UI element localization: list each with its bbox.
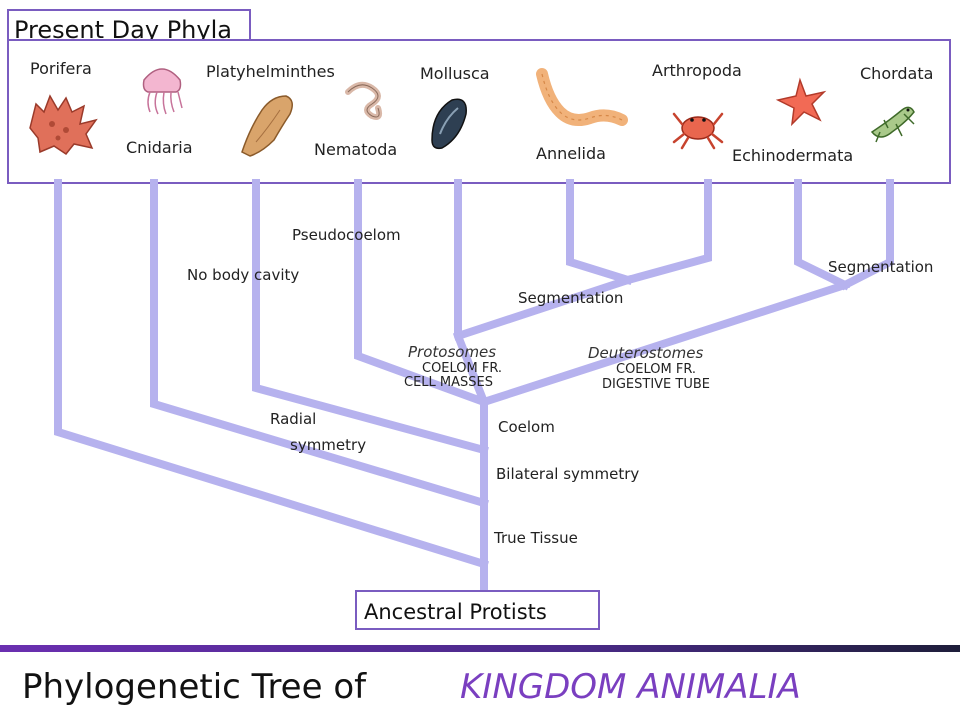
trait-protostomes-line1: COELOM FR. <box>422 361 502 376</box>
root-label: Ancestral Protists <box>364 600 547 624</box>
label-cnidaria: Cnidaria <box>126 138 193 157</box>
trait-no-body-cavity: No body cavity <box>187 266 299 284</box>
tree-branches <box>54 179 894 594</box>
trait-segmentation-deuterostomes: Segmentation <box>828 258 933 276</box>
branch-chordata <box>839 179 894 291</box>
branch-platyhelminthes <box>252 179 489 455</box>
footer-divider <box>0 645 960 652</box>
trait-protostomes-line2: CELL MASSES <box>404 375 493 390</box>
arthropoda-illustration <box>672 112 724 150</box>
branch-deuterostomes <box>478 279 851 408</box>
branch-porifera <box>54 179 490 570</box>
nematoda-illustration <box>345 81 383 120</box>
trait-coelom: Coelom <box>498 418 555 436</box>
branch-segmented-protostomes <box>452 274 634 342</box>
label-platyhelminthes: Platyhelminthes <box>206 62 335 81</box>
trait-segmentation-protostomes: Segmentation <box>518 289 623 307</box>
label-echinodermata: Echinodermata <box>732 146 853 165</box>
trait-deuterostomes: Deuterostomes <box>588 344 703 362</box>
branch-cnidaria <box>150 179 489 508</box>
label-arthropoda: Arthropoda <box>652 61 742 80</box>
label-porifera: Porifera <box>30 59 92 78</box>
trait-bilateral-symmetry: Bilateral symmetry <box>496 465 639 483</box>
annelida-illustration <box>536 68 628 126</box>
chordata-illustration <box>870 106 915 143</box>
platyhelminthes-illustration <box>241 95 293 157</box>
cnidaria-illustration <box>142 68 183 115</box>
label-mollusca: Mollusca <box>420 64 490 83</box>
trait-radial-line1: Radial <box>270 410 316 428</box>
footer-title-highlight: KINGDOM ANIMALIA <box>460 667 801 707</box>
trait-protostomes: Protosomes <box>408 343 496 361</box>
echinodermata-illustration <box>775 77 827 127</box>
branch-nematoda <box>354 179 490 408</box>
trait-true-tissue: True Tissue <box>493 529 578 547</box>
footer-title-prefix: Phylogenetic Tree of <box>22 667 367 707</box>
porifera-illustration <box>29 94 98 156</box>
trait-radial-line2: symmetry <box>290 436 366 454</box>
label-annelida: Annelida <box>536 144 606 163</box>
trait-pseudocoelom: Pseudocoelom <box>292 226 401 244</box>
header-title-box <box>7 9 251 45</box>
label-nematoda: Nematoda <box>314 140 397 159</box>
trait-deuterostomes-line2: DIGESTIVE TUBE <box>602 377 710 392</box>
label-chordata: Chordata <box>860 64 933 83</box>
branch-echinodermata <box>794 179 851 291</box>
mollusca-illustration <box>431 98 467 150</box>
trait-deuterostomes-line1: COELOM FR. <box>616 362 696 377</box>
branch-arthropoda <box>623 179 712 285</box>
branch-annelida <box>566 179 634 286</box>
root-box <box>355 590 600 630</box>
